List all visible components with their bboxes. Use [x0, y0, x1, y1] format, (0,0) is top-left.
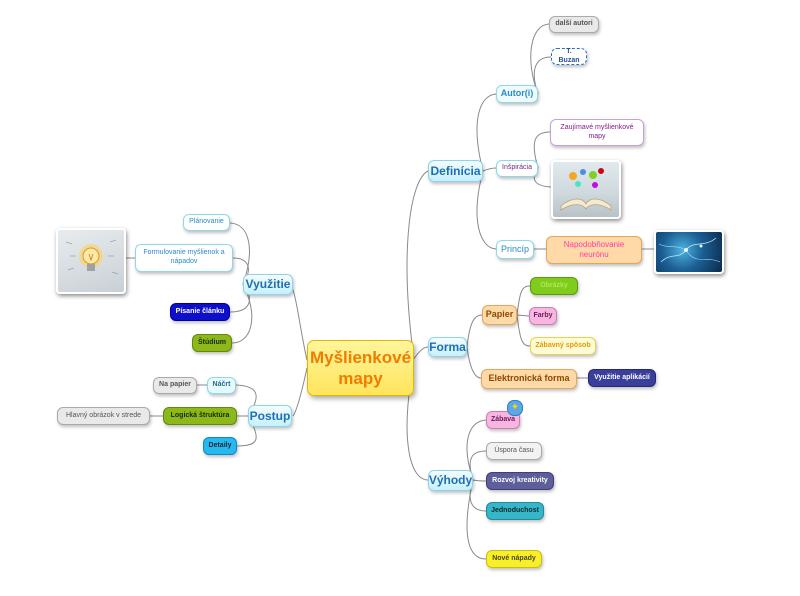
lightbulb-image [56, 228, 126, 294]
topic-rozvoj-kreativity[interactable]: Rozvoj kreativity [486, 472, 554, 490]
topic-dalsi-autori[interactable]: další autori [549, 16, 599, 33]
topic-uspora-casu[interactable]: Úspora času [486, 442, 542, 460]
topic-logicka-struktura[interactable]: Logická štruktúra [163, 407, 237, 425]
topic-zabava-label: Zábava [490, 415, 516, 423]
topic-vyuzitie-aplikacii[interactable]: Využitie aplikácií [588, 369, 656, 387]
topic-nacrt-label: Náčrt [212, 381, 231, 389]
topic-logicka-struktura-label: Logická štruktúra [170, 411, 230, 419]
topic-farby[interactable]: Farby [529, 307, 557, 325]
topic-studium[interactable]: Štúdium [192, 334, 232, 352]
topic-planovanie[interactable]: Plánovanie [183, 214, 230, 231]
topic-na-papier[interactable]: Na papier [153, 377, 197, 394]
topic-napodobnovanie[interactable]: Napodobňovanie neurónu [546, 236, 642, 264]
topic-elektronicka-forma[interactable]: Elektronická forma [481, 369, 577, 389]
topic-autori-label: Autor(i) [500, 88, 534, 99]
topic-papier-label: Papier [485, 309, 514, 320]
topic-nove-napady-label: Nové nápady [492, 554, 536, 562]
topic-princip[interactable]: Princíp [496, 240, 534, 259]
neuron-image [654, 230, 724, 274]
topic-nove-napady[interactable]: Nové nápady [486, 550, 542, 568]
topic-detaily[interactable]: Detaily [203, 437, 237, 455]
topic-zaujimave-mapy-label: Zaujímavé myšlienkové mapy [560, 123, 634, 140]
topic-uspora-casu-label: Úspora času [494, 446, 534, 454]
topic-autori[interactable]: Autor(i) [496, 85, 538, 103]
topic-obrazky[interactable]: Obrázky [530, 277, 578, 295]
topic-na-papier-label: Na papier [159, 381, 191, 389]
book-image [551, 160, 621, 219]
topic-postup[interactable]: Postup [248, 405, 292, 427]
topic-nacrt[interactable]: Náčrt [207, 377, 236, 394]
topic-farby-label: Farby [533, 311, 553, 319]
topic-formulovanie-label: Formulovanie myšlienok a nápadov [143, 249, 225, 265]
topic-definicia-label: Definícia [430, 163, 481, 178]
topic-jednoduchost[interactable]: Jednoduchost [486, 502, 544, 520]
topic-pisanie-clanku-label: Písanie článku [175, 307, 225, 315]
topic-zabavny-sposob[interactable]: Zábavný spôsob [530, 337, 596, 355]
topic-obrazky-label: Obrázky [540, 281, 568, 289]
topic-vyuzitie-label: Využitie [245, 277, 291, 291]
topic-inspiracia[interactable]: Inšpirácia [496, 160, 538, 177]
central-topic[interactable]: Myšlienkové mapy [307, 340, 414, 396]
topic-hlavny-obrazok-label: Hlavný obrázok v strede [65, 411, 142, 419]
topic-detaily-label: Detaily [208, 441, 232, 449]
topic-pisanie-clanku[interactable]: Písanie článku [170, 303, 230, 321]
topic-vyuzitie-aplikacii-label: Využitie aplikácií [594, 373, 650, 381]
sparkle-icon: ✦ [507, 400, 523, 416]
topic-dalsi-autori-label: další autori [555, 20, 593, 28]
topic-zaujimave-mapy[interactable]: Zaujímavé myšlienkové mapy [550, 119, 644, 146]
open-book-icon [560, 168, 612, 211]
topic-rozvoj-kreativity-label: Rozvoj kreativity [492, 476, 548, 484]
topic-forma[interactable]: Forma [428, 337, 467, 357]
topic-zabavny-sposob-label: Zábavný spôsob [535, 341, 591, 349]
topic-inspiracia-label: Inšpirácia [502, 164, 532, 172]
topic-vyhody[interactable]: Výhody [428, 470, 473, 491]
topic-napodobnovanie-label: Napodobňovanie neurónu [563, 240, 625, 259]
topic-vyhody-label: Výhody [428, 473, 473, 487]
topic-forma-label: Forma [429, 339, 466, 354]
topic-formulovanie[interactable]: Formulovanie myšlienok a nápadov [135, 244, 233, 272]
topic-t-buzan[interactable]: T. Buzan [551, 48, 587, 65]
topic-postup-label: Postup [249, 408, 291, 423]
topic-hlavny-obrazok[interactable]: Hlavný obrázok v strede [57, 407, 150, 425]
topic-papier[interactable]: Papier [482, 305, 517, 325]
topic-elektronicka-forma-label: Elektronická forma [488, 373, 570, 384]
topic-jednoduchost-label: Jednoduchost [491, 506, 539, 514]
topic-definicia[interactable]: Definícia [428, 160, 483, 182]
central-topic-label: Myšlienkové mapy [309, 347, 412, 388]
topic-planovanie-label: Plánovanie [189, 218, 224, 226]
topic-princip-label: Princíp [501, 243, 530, 254]
neuron-network-icon [658, 237, 721, 263]
lightbulb-icon [65, 239, 119, 275]
topic-studium-label: Štúdium [198, 338, 226, 346]
topic-t-buzan-label: T. Buzan [558, 47, 580, 64]
topic-vyuzitie[interactable]: Využitie [243, 274, 293, 295]
